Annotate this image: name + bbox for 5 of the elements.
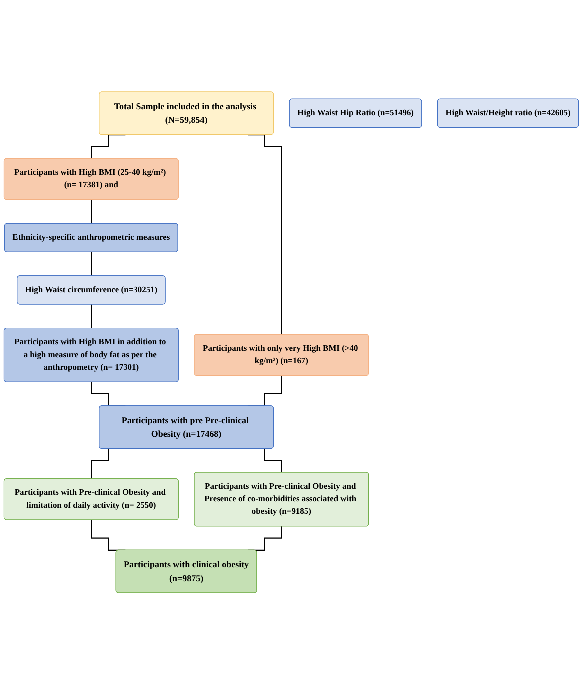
connector [91, 304, 92, 330]
connector [91, 252, 92, 277]
connector [91, 200, 92, 224]
connector [248, 134, 282, 336]
connector [91, 134, 126, 160]
